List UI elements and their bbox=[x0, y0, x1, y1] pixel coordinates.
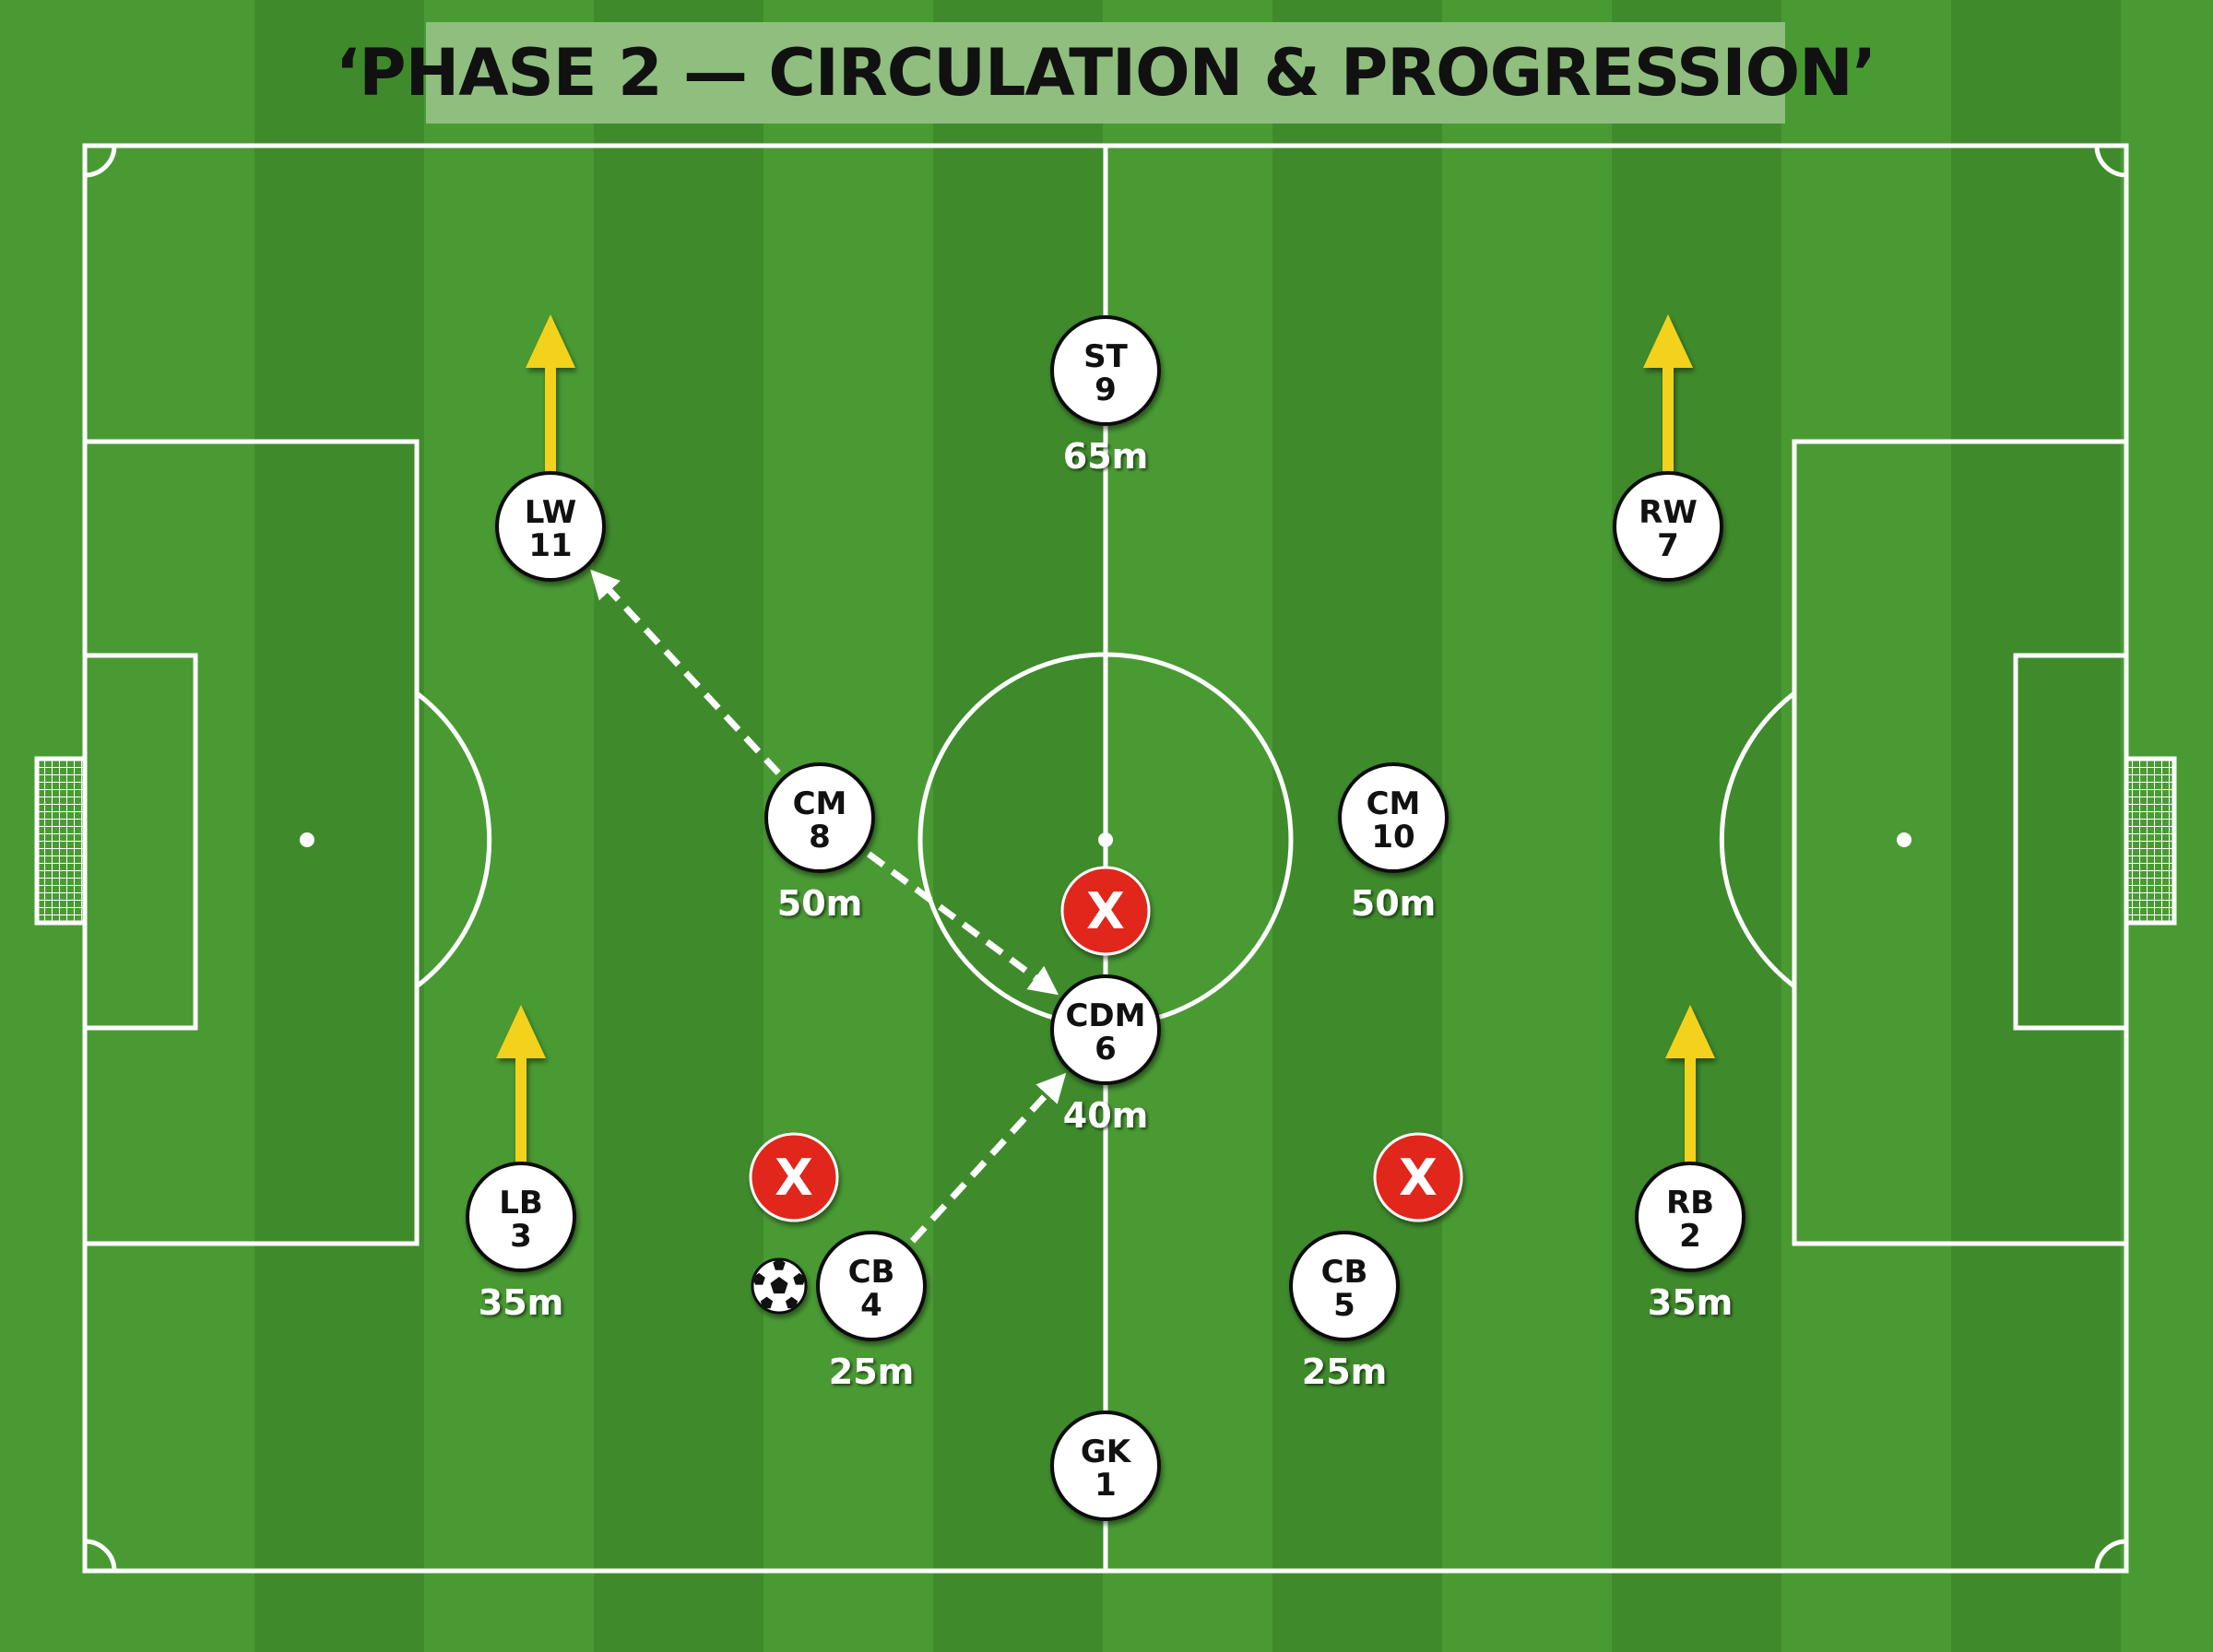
pass-arrow-cm8-to-lw bbox=[590, 569, 781, 775]
left-goal bbox=[34, 756, 88, 926]
player-number: 6 bbox=[1095, 1031, 1117, 1068]
corner-arc-bottom-right bbox=[2094, 1539, 2127, 1572]
player-role: RB bbox=[1666, 1185, 1714, 1221]
player-number: 11 bbox=[528, 527, 572, 564]
player-lb: LB3 35m bbox=[466, 1162, 576, 1323]
corner-arc-top-left bbox=[84, 145, 117, 178]
player-role: CM bbox=[793, 785, 847, 822]
player-number: 8 bbox=[809, 819, 831, 856]
right-penalty-spot bbox=[1897, 832, 1911, 847]
player-role: CB bbox=[1321, 1254, 1368, 1291]
player-distance: 65m bbox=[1063, 436, 1148, 477]
run-arrow-lb bbox=[496, 1005, 546, 1163]
player-number: 3 bbox=[510, 1218, 532, 1255]
opponent-label: X bbox=[1086, 882, 1125, 940]
player-distance: 50m bbox=[1351, 883, 1436, 924]
opponent-label: X bbox=[1399, 1149, 1438, 1207]
player-role: CDM bbox=[1065, 997, 1145, 1034]
player-role: CM bbox=[1367, 785, 1421, 822]
players: GK1CB425mCB525mLB335mRB235mCDM640mCM850m… bbox=[466, 315, 1746, 1521]
player-role: CB bbox=[848, 1254, 895, 1291]
player-st: ST9 65m bbox=[1050, 315, 1161, 477]
opponent-marker: X bbox=[1060, 866, 1151, 956]
right-penalty-arc bbox=[1719, 691, 1796, 988]
player-distance: 35m bbox=[479, 1282, 563, 1323]
player-cm8: CM8 50m bbox=[764, 762, 875, 924]
right-goal bbox=[2124, 756, 2177, 926]
grass-stripe bbox=[594, 0, 763, 1652]
player-role: ST bbox=[1083, 338, 1128, 375]
ball-layer bbox=[751, 1257, 808, 1315]
opponents: X X X bbox=[749, 866, 1463, 1222]
pass-arrow-cb4-to-cdm bbox=[909, 1072, 1067, 1244]
pitch-spots bbox=[300, 832, 1911, 847]
run-arrow-rw bbox=[1643, 314, 1693, 473]
opponent-marker: X bbox=[1373, 1132, 1463, 1222]
left-penalty-spot bbox=[300, 832, 314, 847]
player-role: LB bbox=[499, 1185, 543, 1221]
player-distance: 35m bbox=[1648, 1282, 1733, 1323]
grass-stripe bbox=[1612, 0, 1781, 1652]
player-rb: RB2 35m bbox=[1635, 1162, 1746, 1323]
player-number: 1 bbox=[1095, 1467, 1117, 1504]
player-role: GK bbox=[1081, 1434, 1132, 1470]
player-number: 2 bbox=[1679, 1218, 1701, 1255]
player-distance: 50m bbox=[777, 883, 862, 924]
corner-arc-bottom-left bbox=[84, 1539, 117, 1572]
player-number: 4 bbox=[860, 1287, 882, 1324]
player-number: 5 bbox=[1333, 1287, 1355, 1324]
run-arrow-rb bbox=[1665, 1005, 1715, 1163]
diagram-title: ‘PHASE 2 — CIRCULATION & PROGRESSION’ bbox=[335, 35, 1877, 111]
player-distance: 25m bbox=[829, 1351, 914, 1392]
run-arrow-lw bbox=[526, 314, 575, 473]
left-penalty-arc bbox=[415, 691, 492, 988]
opponent-marker: X bbox=[749, 1132, 839, 1222]
player-cb5: CB5 25m bbox=[1289, 1231, 1400, 1392]
player-role: LW bbox=[525, 494, 577, 531]
player-number: 9 bbox=[1095, 372, 1117, 408]
opponent-label: X bbox=[775, 1149, 813, 1207]
pass-arrow-cm8-to-cdm bbox=[866, 851, 1059, 996]
corner-arc-top-right bbox=[2094, 145, 2127, 178]
pass-arrows bbox=[590, 569, 1067, 1244]
grass-stripe bbox=[1951, 0, 2121, 1652]
run-arrows bbox=[496, 314, 1715, 1163]
player-role: RW bbox=[1639, 494, 1698, 531]
player-distance: 25m bbox=[1302, 1351, 1387, 1392]
player-rw: RW7 bbox=[1613, 471, 1723, 582]
grass-stripe bbox=[254, 0, 424, 1652]
grass-stripe bbox=[933, 0, 1103, 1652]
football-icon bbox=[751, 1257, 808, 1315]
player-gk: GK1 bbox=[1050, 1410, 1161, 1521]
player-number: 10 bbox=[1371, 819, 1414, 856]
title-banner: ‘PHASE 2 — CIRCULATION & PROGRESSION’ bbox=[336, 22, 1876, 124]
player-cb4: CB4 25m bbox=[816, 1231, 927, 1392]
centre-spot bbox=[1098, 832, 1113, 847]
player-number: 7 bbox=[1657, 527, 1679, 564]
player-distance: 40m bbox=[1063, 1095, 1148, 1136]
